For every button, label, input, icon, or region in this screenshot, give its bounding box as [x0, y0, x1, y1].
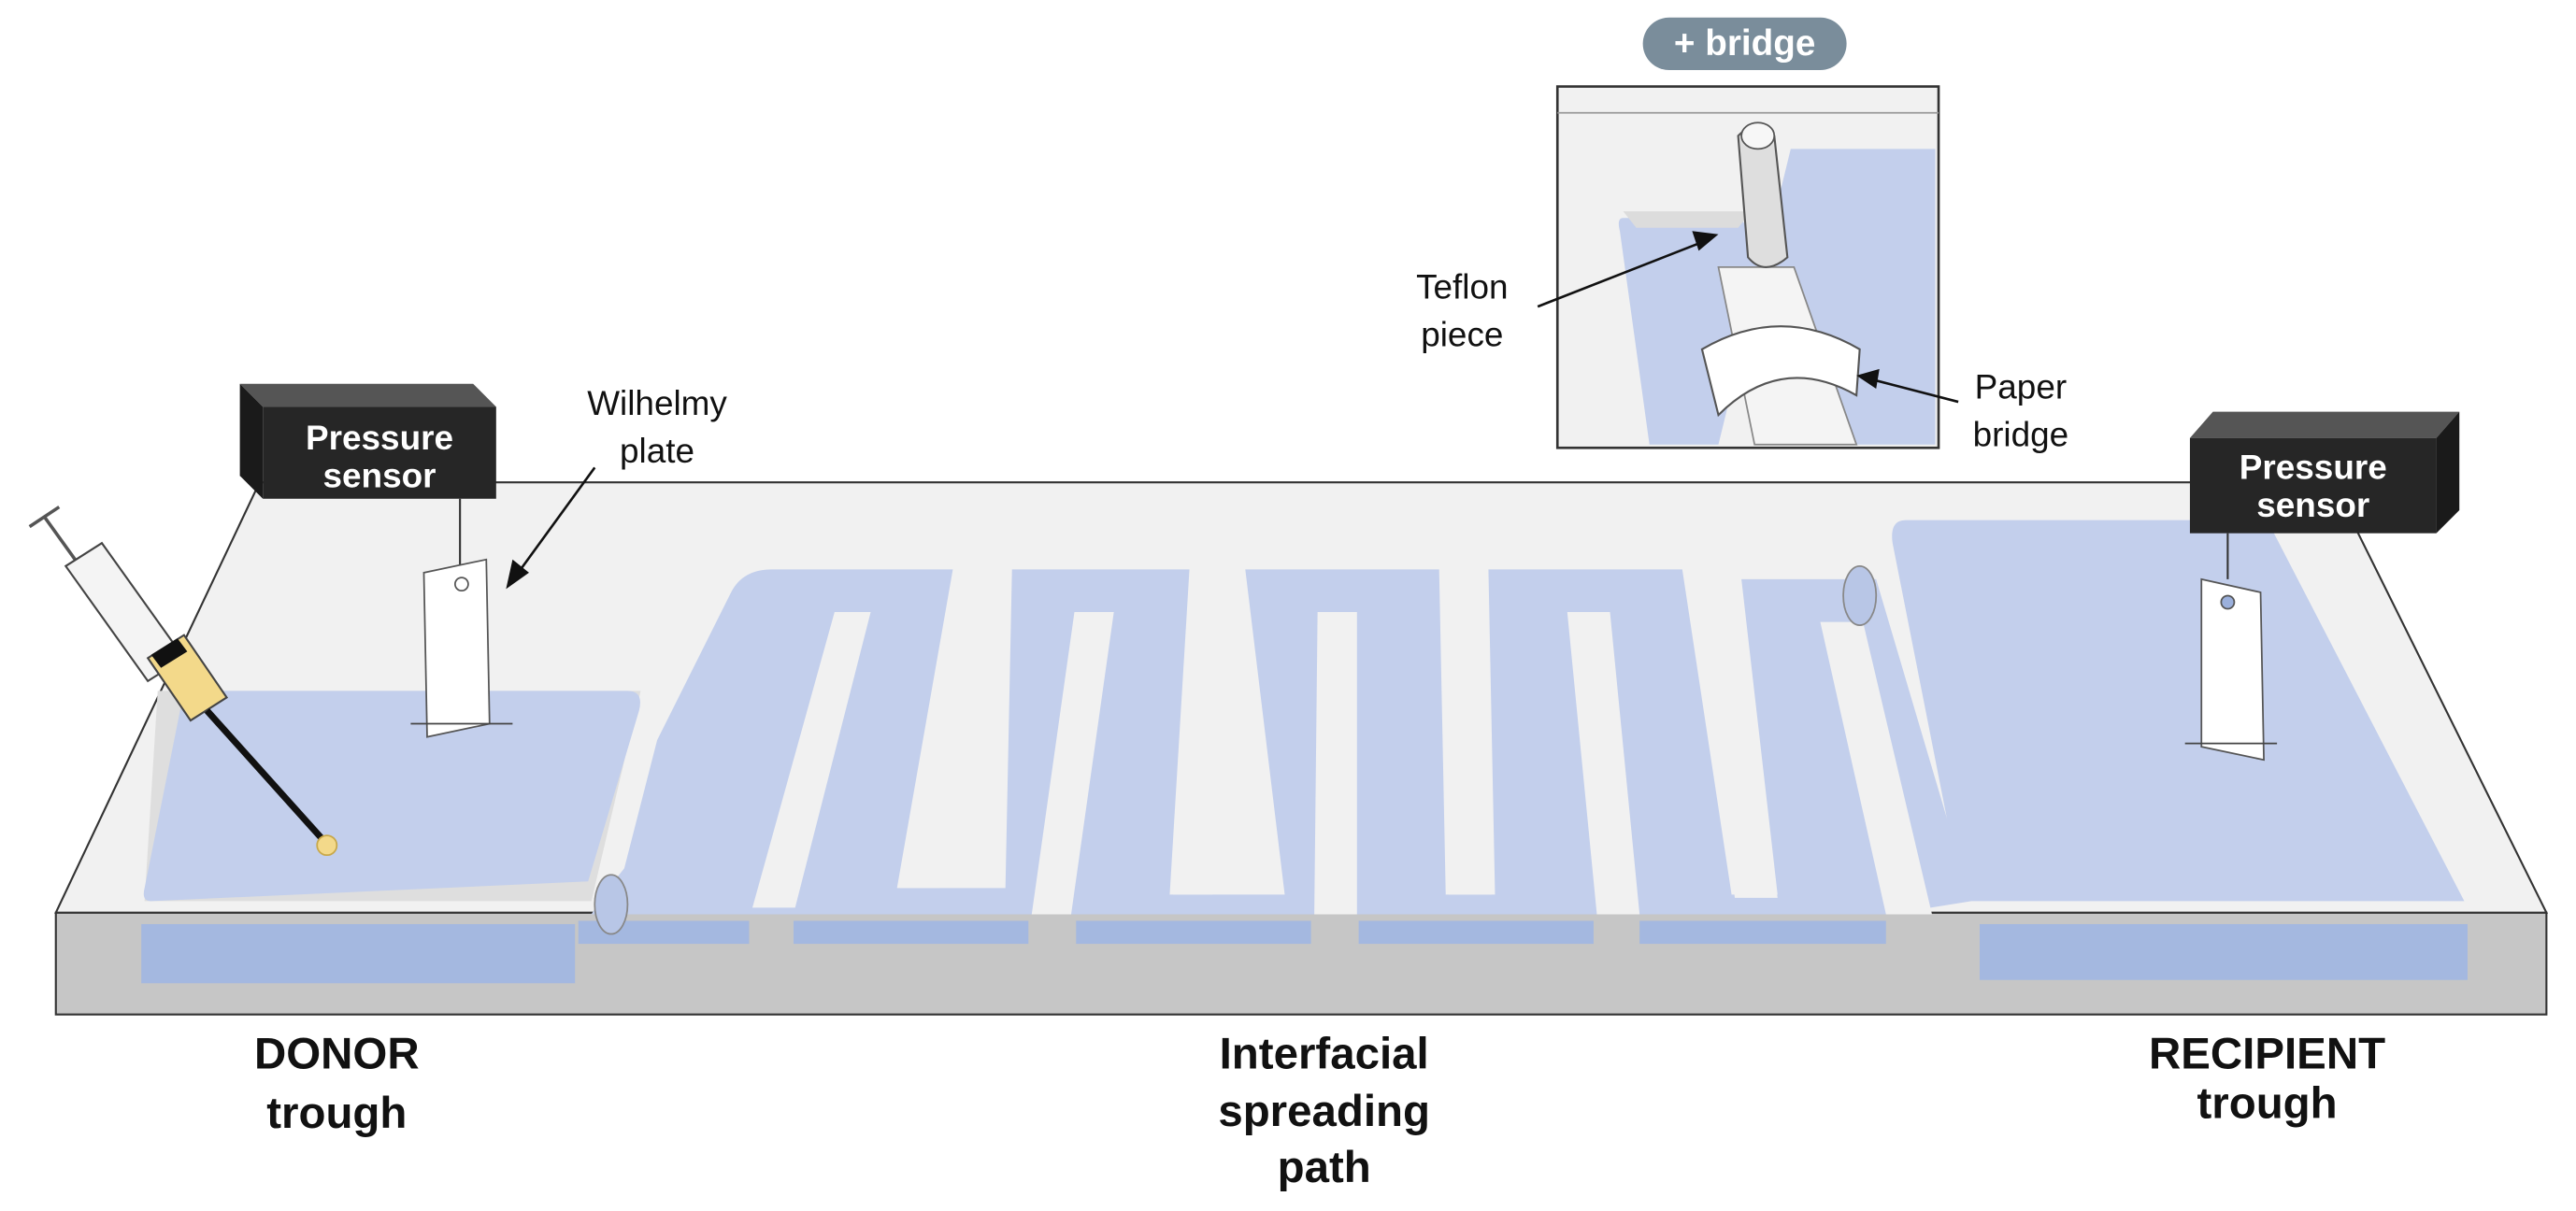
pressure-sensor-right-label-2: sensor [2256, 486, 2369, 524]
bridge-pill [1642, 17, 1847, 71]
pressure-sensor-left-label-1: Pressure [306, 419, 453, 457]
serpentine-channel [578, 564, 1972, 945]
teflon-label-1: Teflon [1416, 267, 1508, 306]
wilhelmy-annotation: Wilhelmy plate [506, 384, 727, 590]
channel-divider-7 [1567, 612, 1640, 915]
channel-divider-8 [1688, 578, 1778, 898]
connector-tube-left [594, 874, 629, 935]
recipient-label-1: RECIPIENT [2149, 1030, 2385, 1079]
path-label-1: Interfacial [1220, 1030, 1429, 1079]
wilhelmy-label-2: plate [620, 432, 694, 470]
channel-divider-3 [1031, 612, 1114, 915]
donor-label-1: DONOR [254, 1030, 420, 1079]
recipient-label-2: trough [2197, 1078, 2337, 1128]
channel-divider-9 [1820, 621, 1932, 915]
channel-divider-1 [752, 612, 871, 908]
syringe [28, 506, 338, 857]
paper-bridge-curve [1700, 325, 1861, 418]
channel-divider-2 [900, 578, 996, 889]
teflon-annotation: Teflon piece [1416, 231, 1719, 353]
pressure-sensor-right-label-1: Pressure [2240, 449, 2387, 487]
syringe-droplet [316, 834, 338, 857]
wilhelmy-plate-left [410, 498, 513, 738]
donor-label-2: trough [266, 1089, 407, 1138]
channel-divider-5 [1314, 612, 1357, 915]
pressure-sensor-left-label-2: sensor [323, 456, 436, 494]
wilhelmy-plate-right [2184, 533, 2278, 762]
donor-trough-water [141, 691, 640, 984]
teflon-piece [1737, 121, 1789, 268]
bottom-labels: DONOR trough Interfacial spreading path … [254, 1030, 2385, 1192]
recipient-trough-water [1892, 520, 2468, 980]
paper-bridge-label-1: Paper [1975, 368, 2067, 406]
path-label-3: path [1278, 1143, 1371, 1192]
connector-tube-right [1842, 564, 1878, 626]
pressure-sensor-left: Pressure sensor [239, 383, 496, 499]
wilhelmy-label-1: Wilhelmy [587, 384, 727, 422]
paper-bridge-label-2: bridge [1973, 416, 2069, 454]
teflon-label-2: piece [1421, 315, 1503, 353]
path-label-2: spreading [1218, 1087, 1430, 1136]
channel-divider-4 [1172, 578, 1236, 895]
pressure-sensor-right: Pressure sensor [2189, 411, 2460, 534]
channel-divider-6 [1442, 578, 1492, 895]
bridge-inset: + bridge [1555, 17, 1940, 449]
bridge-pill-label: + bridge [1674, 23, 1815, 64]
